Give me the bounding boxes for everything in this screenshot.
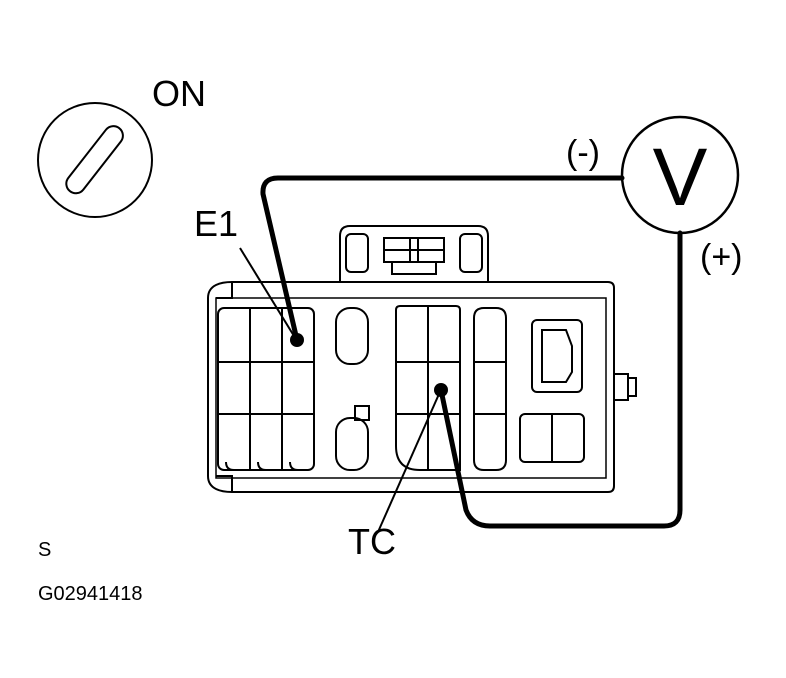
footer-mark: S [38, 539, 52, 561]
negative-lead [260, 175, 625, 343]
leader-lines [239, 247, 440, 533]
diagnostic-connector [207, 225, 637, 493]
voltmeter-symbol: V [653, 132, 708, 223]
test-leads [260, 175, 683, 529]
tc-terminal-point [434, 383, 448, 397]
tc-terminal-label: TC [348, 521, 396, 562]
e1-terminal-label: E1 [194, 203, 239, 244]
positive-lead [438, 230, 683, 529]
negative-polarity-label: (-) [566, 134, 600, 172]
voltmeter-icon: V [620, 115, 740, 235]
positive-polarity-label: (+) [700, 238, 743, 276]
e1-terminal-point [290, 333, 304, 347]
figure-code: G02941418 [38, 583, 143, 605]
ignition-state-label: ON [152, 73, 206, 114]
ignition-key-icon [37, 102, 153, 218]
